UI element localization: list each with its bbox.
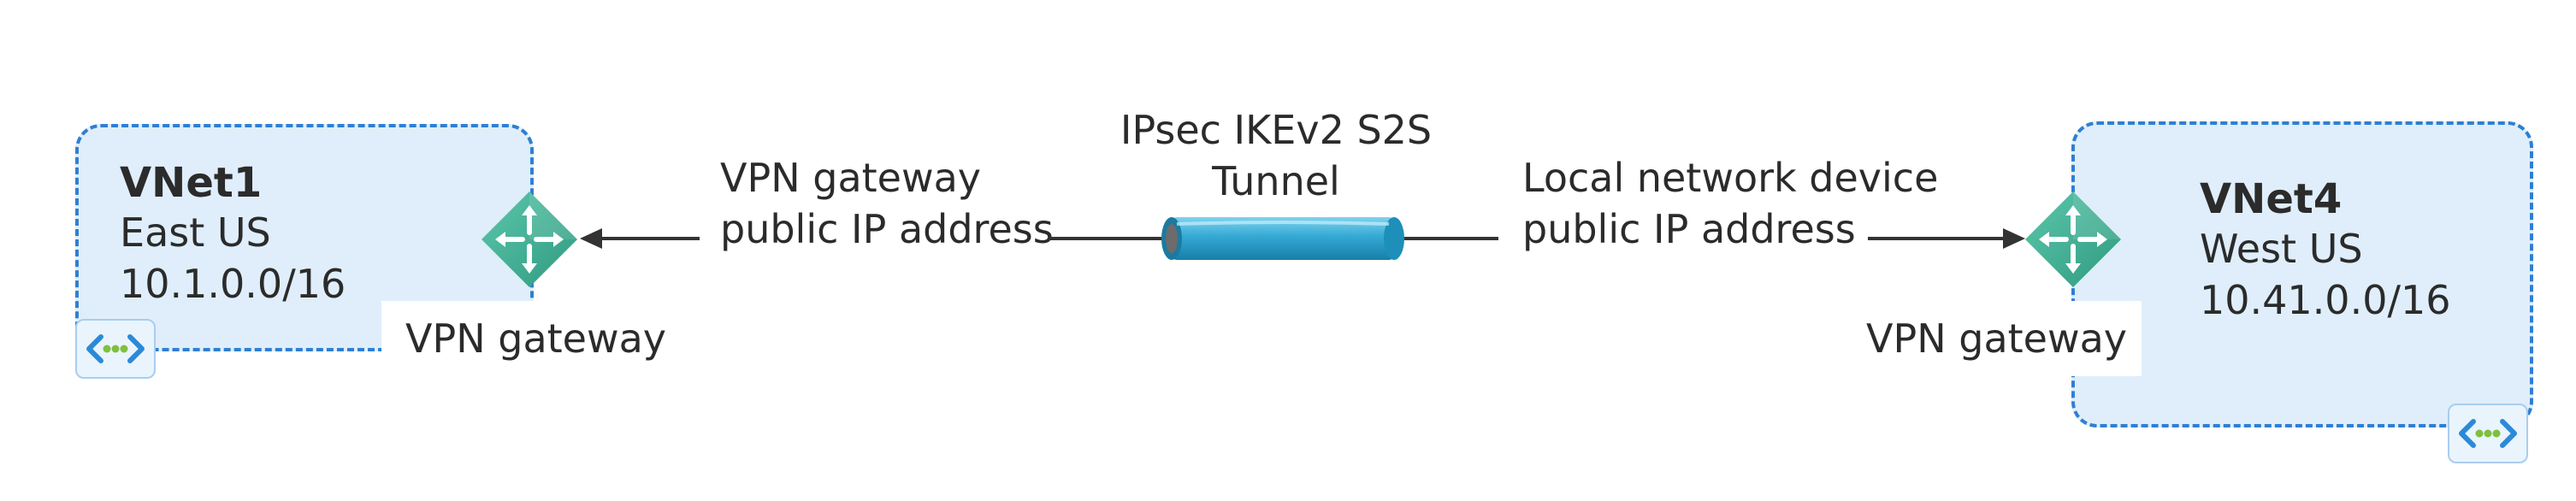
vnet1-address-space: 10.1.0.0/16 — [120, 261, 346, 307]
virtual-network-icon — [2459, 419, 2517, 448]
local-network-device-ip-label: Local network device public IP address — [1522, 152, 1938, 255]
tunnel-label: IPsec IKEv2 S2S Tunnel — [1107, 104, 1445, 207]
vpn-gateway-label-background-right — [1858, 301, 2142, 376]
vnet1-icon-tile — [75, 319, 156, 379]
vnet1-box — [75, 124, 534, 351]
vnet4-details: VNet4 West US 10.41.0.0/16 — [2200, 175, 2451, 326]
vnet1-region: East US — [120, 209, 271, 256]
local-network-device-ip-line2: public IP address — [1522, 206, 1856, 252]
vpn-gateway-public-ip-line1: VPN gateway — [720, 155, 981, 201]
vnet4-name: VNet4 — [2200, 175, 2343, 223]
vnet4-gateway-label: VPN gateway — [1866, 315, 2127, 362]
arrow-to-local-network-gateway — [1868, 228, 2025, 249]
vpn-gateway-public-ip-line2: public IP address — [720, 206, 1054, 252]
vpn-gateway-icon — [2025, 192, 2121, 287]
vnet1-name: VNet1 — [120, 159, 263, 207]
tunnel-label-line1: IPsec IKEv2 S2S — [1120, 107, 1433, 153]
vnet4-region: West US — [2200, 226, 2363, 272]
vnet4-address-space: 10.41.0.0/16 — [2200, 277, 2451, 323]
vpn-gateway-public-ip-label: VPN gateway public IP address — [720, 152, 1054, 255]
vnet1-details: VNet1 East US 10.1.0.0/16 — [120, 159, 346, 309]
vnet4-box — [2071, 121, 2533, 427]
local-network-device-ip-line1: Local network device — [1522, 155, 1939, 201]
vpn-gateway-icon — [482, 192, 577, 287]
vpn-gateway-label-background-left — [381, 301, 662, 378]
arrow-to-vpn-gateway — [580, 228, 700, 249]
virtual-network-icon — [86, 334, 145, 363]
tunnel-pipe-icon — [1161, 217, 1404, 260]
tunnel-label-line2: Tunnel — [1212, 158, 1340, 204]
vnet1-gateway-label: VPN gateway — [405, 315, 666, 362]
vnet4-icon-tile — [2448, 404, 2528, 463]
